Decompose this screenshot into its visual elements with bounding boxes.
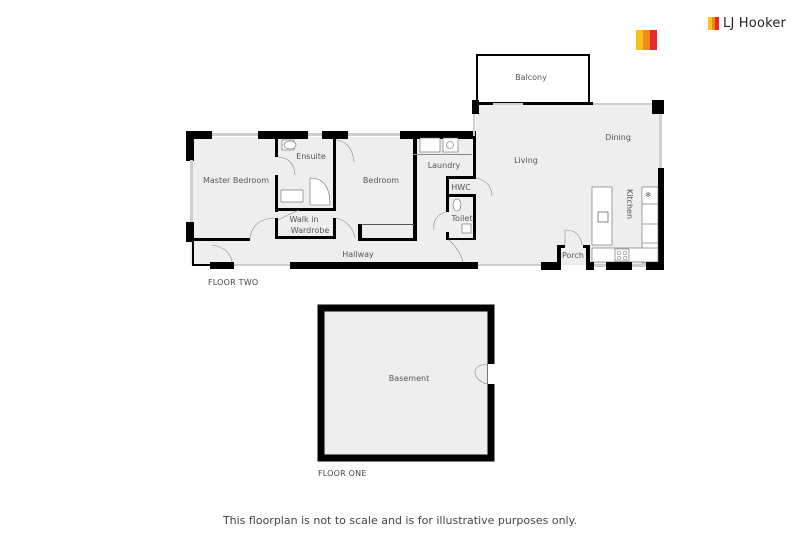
svg-text:✻: ✻ <box>645 191 651 199</box>
floor-two-label: FLOOR TWO <box>208 278 258 287</box>
room-laundry: Laundry <box>428 161 461 170</box>
room-bedroom: Bedroom <box>363 176 399 185</box>
room-porch: Porch <box>562 251 584 260</box>
floor-one-label: FLOOR ONE <box>318 469 367 478</box>
room-living: Living <box>514 156 538 165</box>
room-hallway: Hallway <box>342 250 374 259</box>
room-kitchen: Kitchen <box>625 189 634 219</box>
room-balcony: Balcony <box>515 73 547 82</box>
floor-one-plan: Basement FLOOR ONE <box>317 304 498 478</box>
brand-logo: LJ Hooker <box>708 16 786 31</box>
room-toilet: Toilet <box>451 214 473 223</box>
room-dining: Dining <box>605 133 631 142</box>
brand-mark-large-icon <box>636 30 657 50</box>
disclaimer: This floorplan is not to scale and is fo… <box>222 514 578 527</box>
floor-two-plan: ✻ Master Bedroom Ensuite Walk in Wardrob… <box>186 54 664 287</box>
room-master-bedroom: Master Bedroom <box>203 176 269 185</box>
room-ensuite: Ensuite <box>296 152 326 161</box>
room-hwc: HWC <box>451 183 471 192</box>
room-basement: Basement <box>389 374 429 383</box>
room-walk-in-1: Walk in <box>290 215 319 224</box>
brand-name: LJ Hooker <box>723 16 787 31</box>
room-walk-in-2: Wardrobe <box>291 226 330 235</box>
brand-mark-icon <box>708 17 720 30</box>
